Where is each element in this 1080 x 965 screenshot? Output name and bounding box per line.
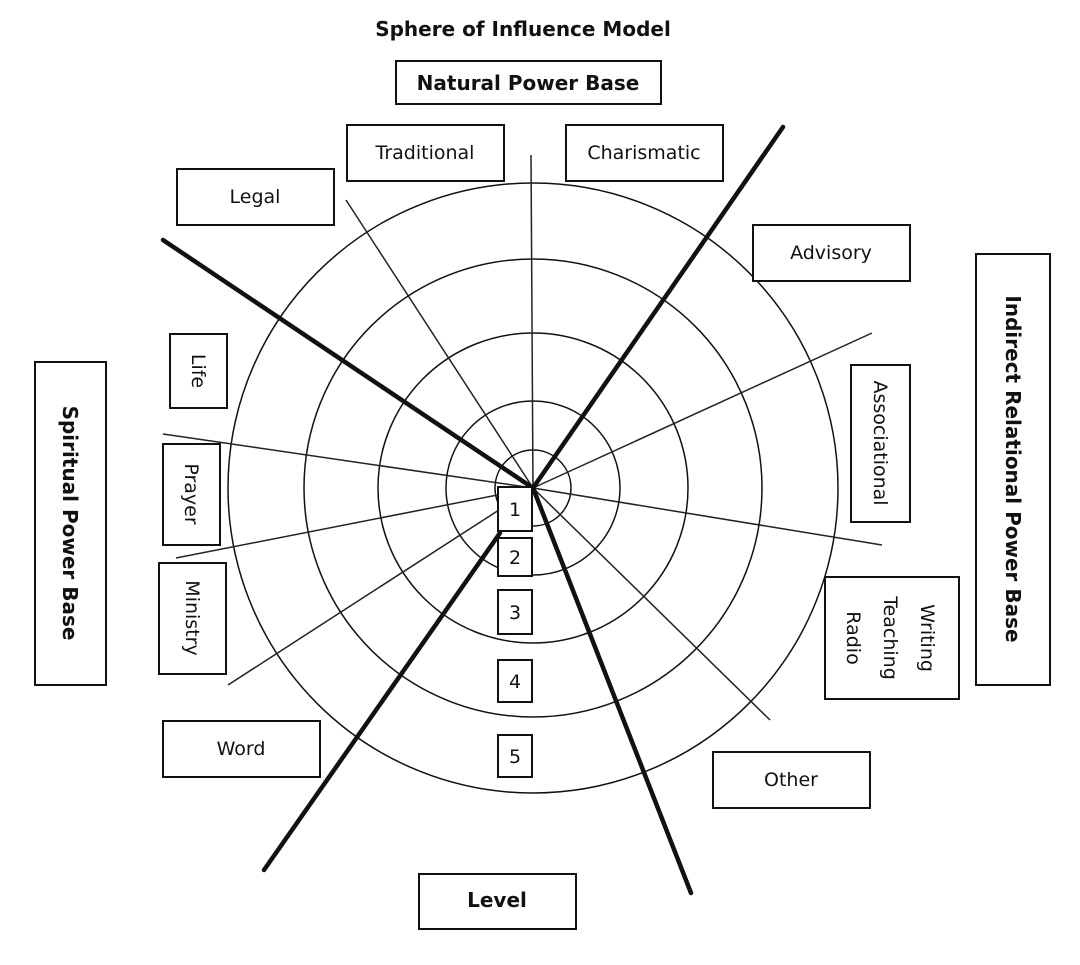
other-box: Other [712, 751, 871, 809]
advisory-box: Advisory [752, 224, 911, 282]
media-box: Writing Teaching Radio [824, 576, 960, 700]
spoke-other [532, 487, 771, 721]
divider-natural-spiritual [160, 237, 536, 491]
level-number: 3 [509, 602, 521, 624]
spoke-associational [532, 332, 873, 489]
spoke-word [227, 487, 534, 686]
level-box-4: 4 [497, 659, 533, 703]
spiritual-power-base-label: Spiritual Power Base [58, 406, 82, 641]
word-box: Word [162, 720, 321, 778]
ring-level-4 [303, 258, 763, 718]
ministry-label: Ministry [181, 580, 203, 655]
media-radio-label: Radio [842, 611, 864, 664]
level-box-3: 3 [497, 589, 533, 635]
level-box-5: 5 [497, 734, 533, 778]
level-label: Level [467, 888, 527, 912]
other-label: Other [764, 769, 818, 791]
level-number: 4 [509, 671, 521, 693]
natural-power-base-box: Natural Power Base [395, 60, 662, 105]
indirect-power-base-box: Indirect Relational Power Base [975, 253, 1051, 686]
ministry-box: Ministry [158, 562, 227, 675]
life-label: Life [187, 354, 209, 388]
divider-natural-indirect [530, 124, 786, 491]
life-box: Life [169, 333, 228, 409]
indirect-power-base-label: Indirect Relational Power Base [1001, 295, 1025, 642]
charismatic-box: Charismatic [565, 124, 724, 182]
level-number: 2 [509, 547, 521, 569]
spoke-ministry [175, 487, 534, 559]
prayer-label: Prayer [180, 463, 202, 525]
level-box-1: 1 [497, 486, 533, 532]
legal-box: Legal [176, 168, 335, 226]
divider-indirect-level [530, 485, 694, 896]
spoke-charismatic [530, 154, 534, 489]
charismatic-label: Charismatic [587, 142, 700, 164]
divider-spiritual-level [261, 530, 503, 873]
spoke-prayer [162, 433, 534, 489]
word-label: Word [217, 738, 266, 760]
associational-label: Associational [869, 380, 891, 505]
spoke-traditional [345, 199, 534, 489]
media-teaching-label: Teaching [879, 595, 901, 680]
ring-level-3 [377, 332, 689, 644]
traditional-label: Traditional [375, 142, 475, 164]
diagram-title: Sphere of Influence Model [375, 17, 671, 41]
media-writing-label: Writing [916, 604, 938, 672]
ring-level-5 [227, 182, 839, 794]
level-label-box: Level [418, 873, 577, 930]
natural-power-base-label: Natural Power Base [417, 71, 640, 95]
spiritual-power-base-box: Spiritual Power Base [34, 361, 107, 686]
advisory-label: Advisory [790, 242, 872, 264]
traditional-box: Traditional [346, 124, 505, 182]
spoke-writing [532, 487, 883, 546]
level-box-2: 2 [497, 537, 533, 577]
power-base-dividers [160, 124, 786, 896]
legal-label: Legal [230, 186, 281, 208]
category-spokes [162, 154, 883, 721]
prayer-box: Prayer [162, 443, 221, 546]
associational-box: Associational [850, 364, 911, 523]
level-number: 1 [509, 499, 521, 521]
level-boxes: 1 2 3 4 5 [497, 486, 533, 778]
level-number: 5 [509, 746, 521, 768]
